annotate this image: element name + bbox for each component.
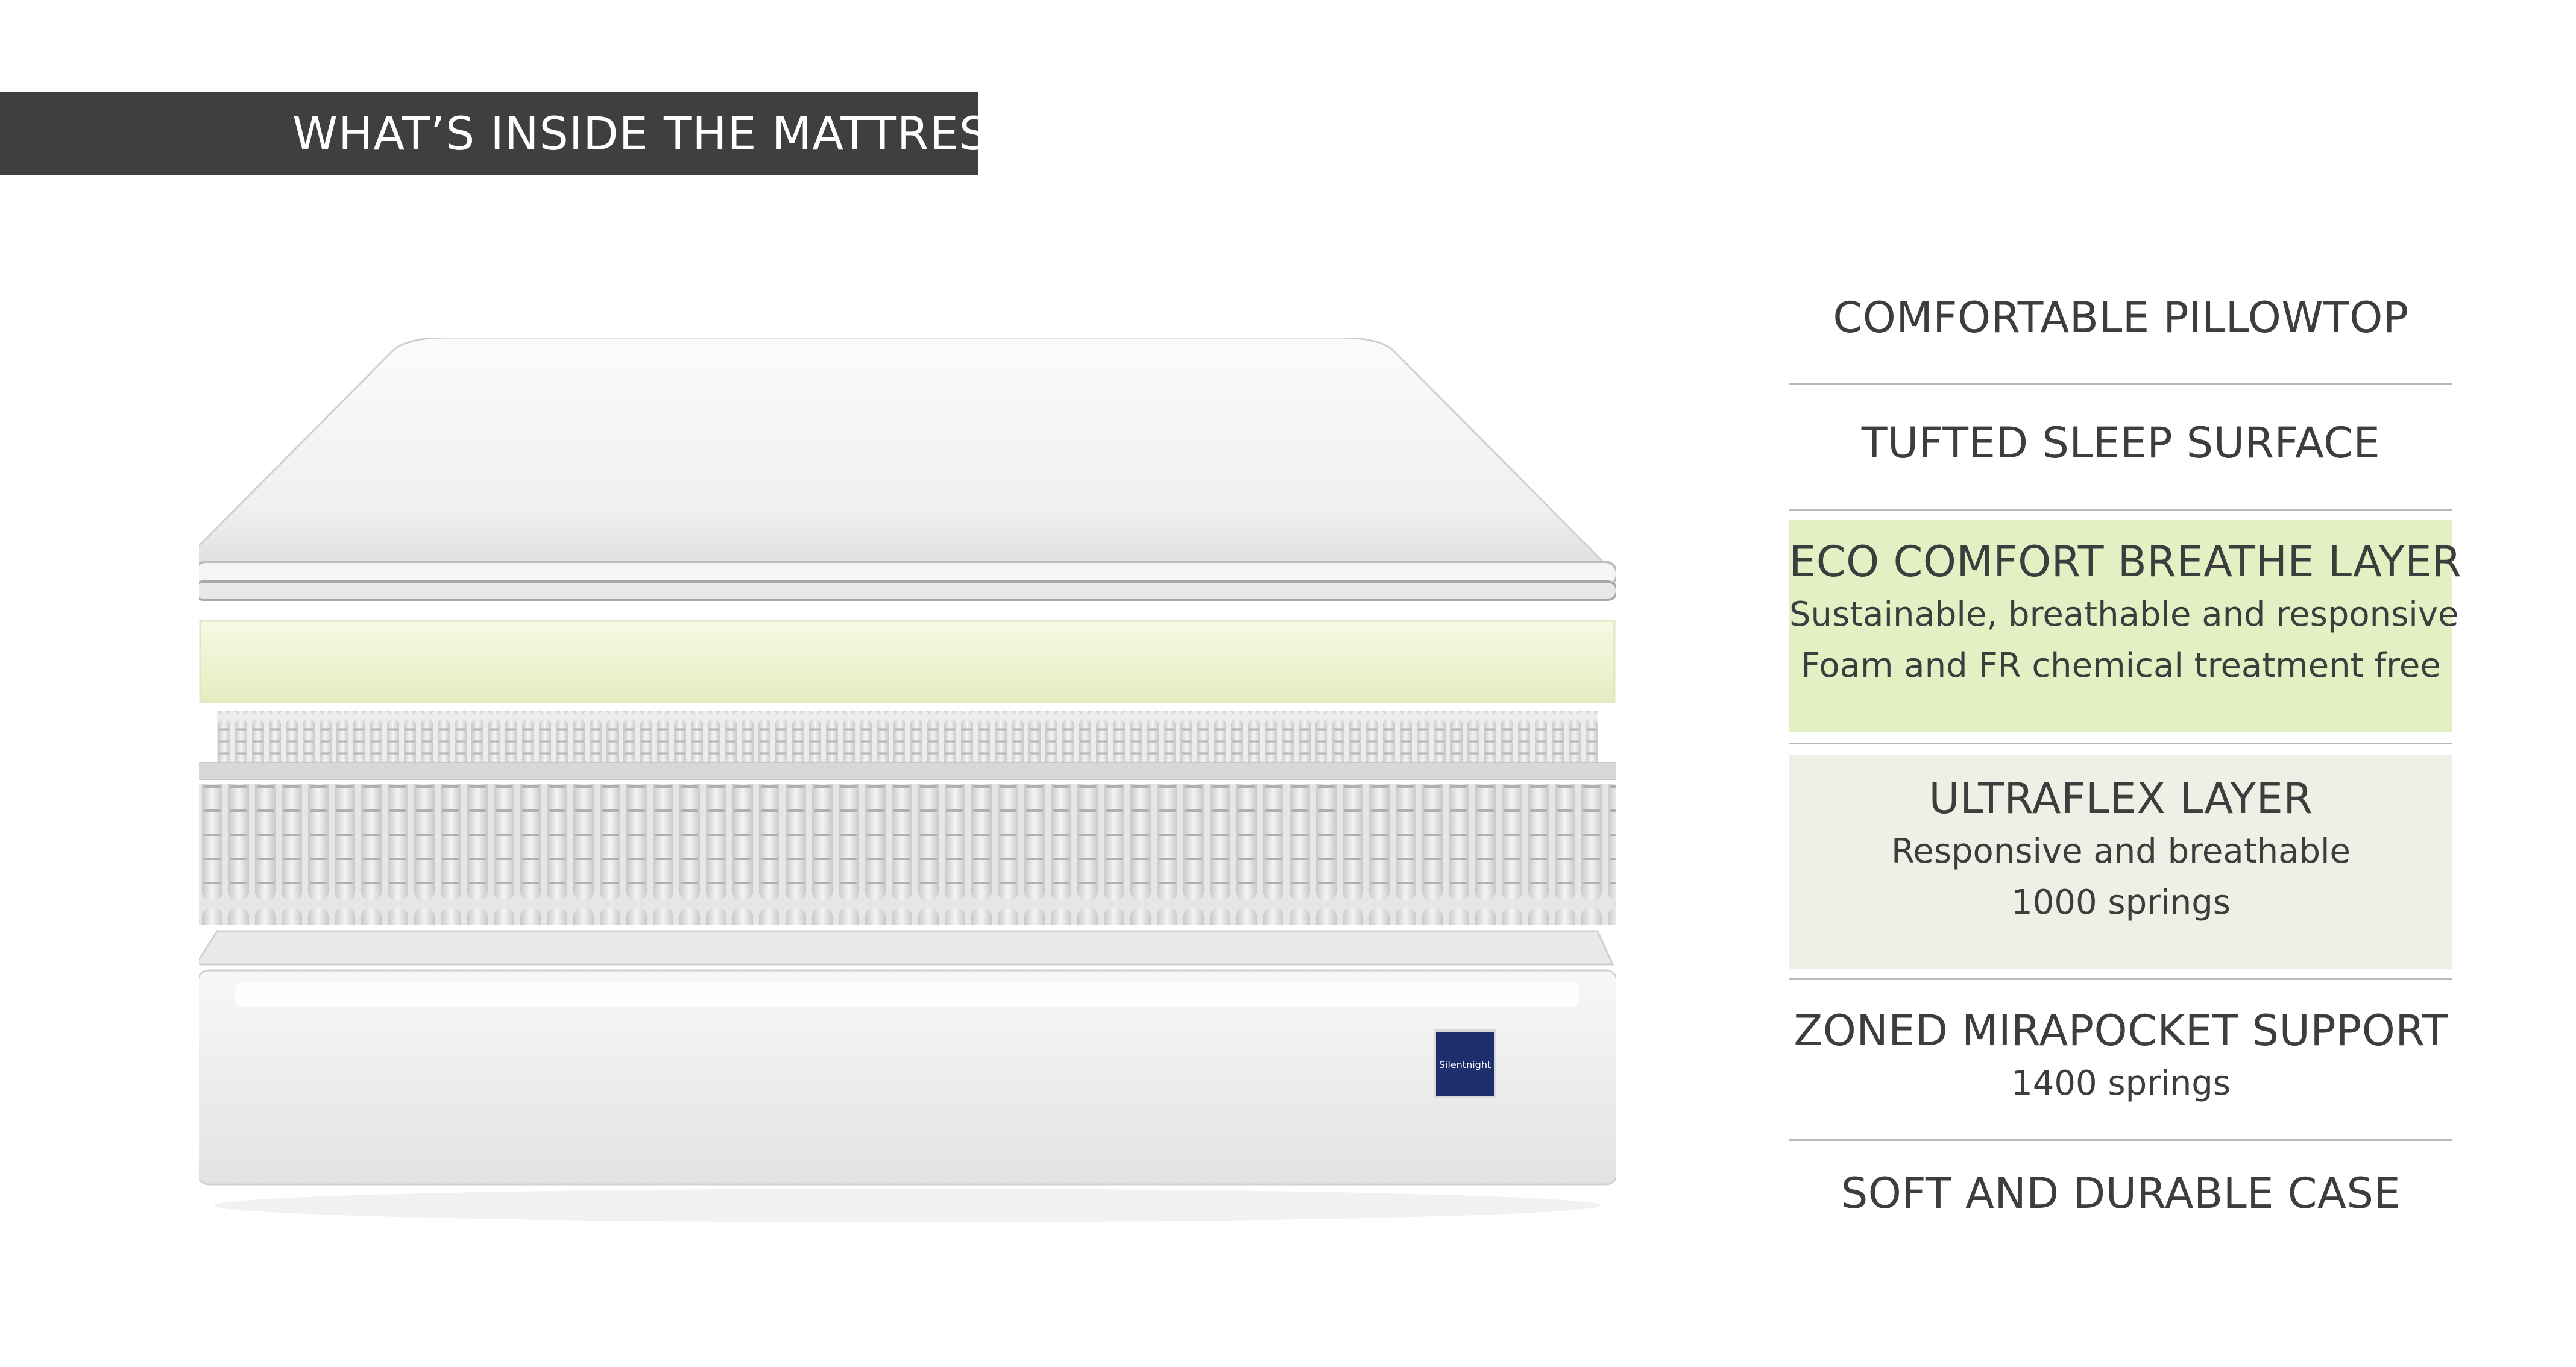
feature-title: SOFT AND DURABLE CASE — [1841, 1169, 2401, 1218]
feature-tufted-surface: TUFTED SLEEP SURFACE — [1789, 416, 2452, 470]
divider — [1789, 743, 2452, 744]
ultraflex-spring-layer — [199, 711, 1616, 780]
feature-case: SOFT AND DURABLE CASE — [1789, 1166, 2452, 1221]
feature-subline: Responsive and breathable — [1891, 832, 2351, 871]
feature-mirapocket: ZONED MIRAPOCKET SUPPORT 1400 springs — [1789, 1004, 2452, 1109]
feature-subline: 1000 springs — [2011, 883, 2231, 922]
feature-subline: Sustainable, breathable and responsive — [1789, 595, 2459, 634]
base-board — [199, 930, 1614, 966]
foam-layer — [199, 620, 1616, 703]
divider — [1789, 978, 2452, 980]
feature-ultraflex: ULTRAFLEX LAYER Responsive and breathabl… — [1789, 755, 2452, 969]
divider — [1789, 509, 2452, 511]
brand-badge: Silentnight — [1434, 1029, 1496, 1098]
mattress-illustration: Silentnight — [199, 338, 1616, 1222]
page-title: WHAT’S INSIDE THE MATTRESS? — [292, 107, 1044, 160]
feature-title: ZONED MIRAPOCKET SUPPORT — [1793, 1006, 2448, 1055]
brand-label: Silentnight — [1439, 1059, 1491, 1070]
feature-title: ECO COMFORT BREATHE LAYER — [1789, 537, 2462, 586]
feature-title: ULTRAFLEX LAYER — [1929, 774, 2313, 823]
feature-title: TUFTED SLEEP SURFACE — [1861, 418, 2381, 468]
feature-subline: Foam and FR chemical treatment free — [1801, 646, 2441, 685]
divider — [1789, 383, 2452, 385]
feature-subline: 1400 springs — [2011, 1064, 2231, 1103]
mirapocket-spring-layer — [199, 784, 1616, 925]
mattress-case — [199, 969, 1616, 1222]
divider — [1789, 1139, 2452, 1141]
feature-title: COMFORTABLE PILLOWTOP — [1833, 293, 2409, 342]
feature-eco-comfort: ECO COMFORT BREATHE LAYER Sustainable, b… — [1789, 520, 2462, 732]
pillowtop-layer — [199, 338, 1616, 601]
header-banner: WHAT’S INSIDE THE MATTRESS? — [0, 92, 1043, 175]
feature-pillowtop: COMFORTABLE PILLOWTOP — [1789, 291, 2452, 345]
